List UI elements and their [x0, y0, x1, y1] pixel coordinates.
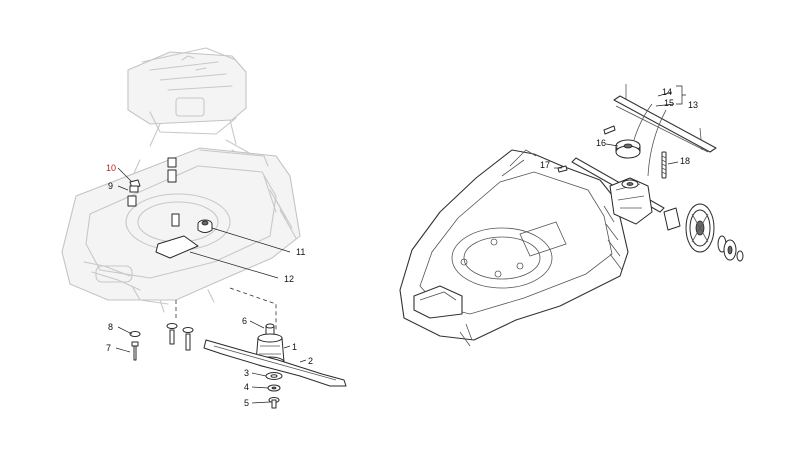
gearbox: [609, 177, 653, 225]
screw-small: [603, 125, 616, 135]
callout-7: 7: [106, 343, 111, 353]
callout-13: 13: [688, 100, 698, 110]
callout-10: 10: [106, 163, 116, 173]
pulley-16: [615, 139, 641, 159]
callout-2: 2: [308, 356, 313, 366]
engine-ghost: [127, 47, 247, 147]
deck-housing: [399, 149, 629, 347]
callout-12: 12: [284, 274, 294, 284]
callout-15: 15: [664, 98, 674, 108]
bolt-washer-7-8: [129, 323, 194, 361]
callout-8: 8: [108, 322, 113, 332]
deck-housing-ghost: [61, 147, 301, 313]
callout-4: 4: [244, 382, 249, 392]
leader-lines-left: [115, 167, 307, 404]
callout-5: 5: [244, 398, 249, 408]
callout-18: 18: [680, 156, 690, 166]
rear-wheel-assembly: [663, 203, 715, 253]
right-assembly-drive-system: 14 15 13 16 17 18: [399, 84, 744, 347]
wheel-hub-parts: [717, 235, 744, 262]
callout-14: 14: [662, 87, 672, 97]
leader-lines-right: [554, 85, 686, 169]
pin-17: [557, 165, 568, 173]
alignment-guide-left: [175, 287, 277, 330]
drive-cable-14-15: [633, 103, 667, 177]
fastener-set-9-10: [127, 157, 180, 227]
left-assembly-cutting-deck: 10 9 11 12 6 8 7 1 2 3 4 5: [61, 47, 347, 409]
callout-3: 3: [244, 368, 249, 378]
blade-fasteners-3-4-5: [265, 372, 283, 409]
drive-lever-13: [613, 84, 717, 153]
callout-11: 11: [296, 247, 305, 257]
callout-17: 17: [540, 160, 550, 170]
blade-edge-line: [213, 345, 337, 381]
callout-9: 9: [108, 181, 113, 191]
callout-6: 6: [242, 316, 247, 326]
spring-18: [661, 151, 667, 179]
callout-1: 1: [292, 342, 297, 352]
callout-16: 16: [596, 138, 606, 148]
deflector-plate-12: [155, 235, 199, 259]
bushing-part-11: [197, 219, 213, 233]
